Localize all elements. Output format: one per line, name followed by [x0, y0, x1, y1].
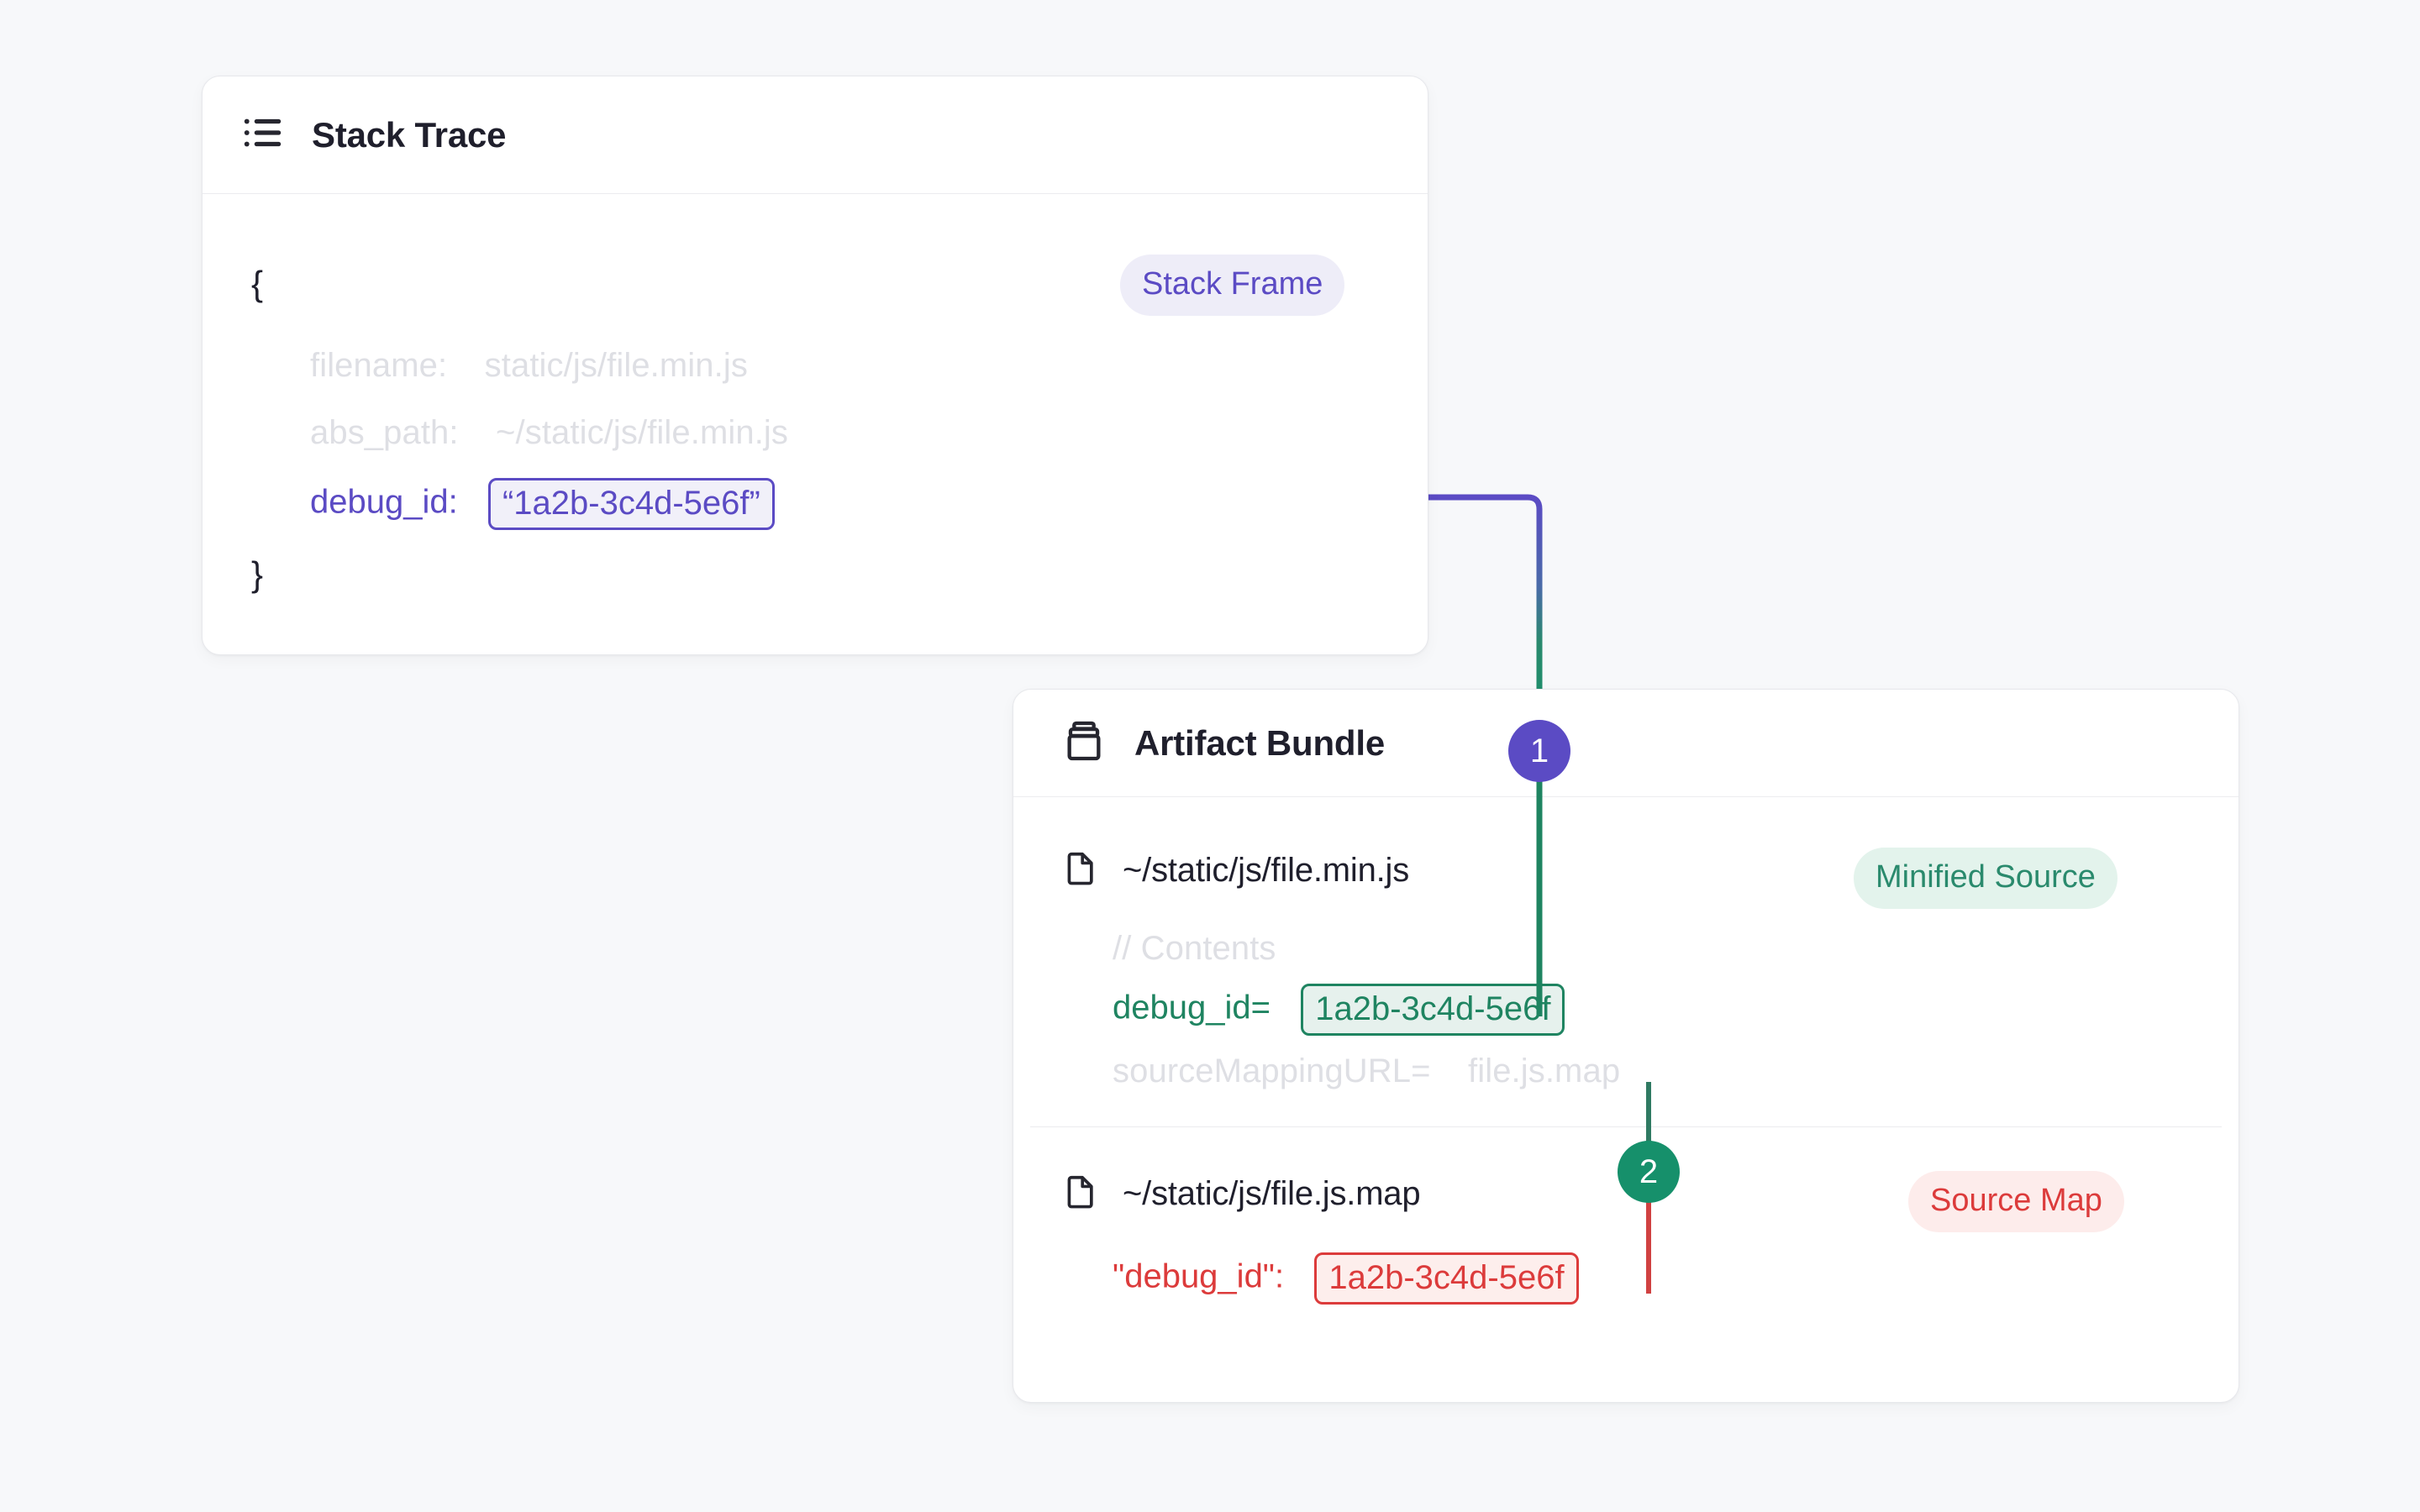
abs-path-key: abs_path:: [310, 414, 459, 451]
source-mapping-url-key: sourceMappingURL=: [1113, 1053, 1431, 1089]
minified-debug-id-value-chip[interactable]: 1a2b-3c4d-5e6f: [1301, 984, 1565, 1036]
artifact-bundle-card: Artifact Bundle ~/static/js/file.min.js …: [1013, 689, 2239, 1403]
minified-source-badge: Minified Source: [1854, 848, 2118, 909]
file-name: ~/static/js/file.js.map: [1123, 1175, 1421, 1212]
source-map-badge: Source Map: [1908, 1171, 2124, 1232]
list-icon: [241, 110, 287, 160]
artifact-bundle-header: Artifact Bundle: [1013, 690, 2238, 797]
debug-id-line: debug_id: “1a2b-3c4d-5e6f”: [310, 478, 775, 530]
file-icon: [1062, 850, 1099, 891]
source-mapping-url-line: sourceMappingURL= file.js.map: [1113, 1054, 1620, 1088]
table-row[interactable]: ~/static/js/file.js.map: [1062, 1173, 1421, 1215]
filename-value: static/js/file.min.js: [484, 347, 748, 384]
file-icon: [1062, 1173, 1099, 1215]
debug-id-key: debug_id:: [310, 483, 458, 521]
sourcemap-debug-id-key: "debug_id":: [1113, 1257, 1285, 1295]
stack-trace-card: Stack Trace Stack Frame { filename: stat…: [202, 76, 1428, 655]
sourcemap-debug-id-line: "debug_id": 1a2b-3c4d-5e6f: [1113, 1252, 1579, 1305]
bundle-section-divider: [1030, 1126, 2222, 1127]
stack-trace-title: Stack Trace: [312, 114, 507, 155]
step-badge-1-label: 1: [1529, 732, 1549, 769]
open-brace: {: [251, 264, 264, 303]
step-badge-2-label: 2: [1639, 1153, 1659, 1190]
file-name: ~/static/js/file.min.js: [1123, 852, 1410, 889]
stack-frame-badge: Stack Frame: [1120, 255, 1345, 316]
stack-trace-header: Stack Trace: [203, 76, 1428, 194]
minified-debug-id-key: debug_id=: [1113, 989, 1270, 1026]
archive-icon: [1062, 719, 1106, 767]
abs-path-value: ~/static/js/file.min.js: [496, 414, 788, 451]
contents-comment: // Contents: [1113, 930, 1276, 967]
step-badge-2: 2: [1618, 1141, 1680, 1203]
debug-id-value-chip[interactable]: “1a2b-3c4d-5e6f”: [487, 478, 775, 530]
filename-line: filename: static/js/file.min.js: [310, 349, 748, 382]
artifact-bundle-title: Artifact Bundle: [1134, 722, 1386, 763]
abs-path-line: abs_path: ~/static/js/file.min.js: [310, 416, 788, 449]
minified-debug-id-line: debug_id= 1a2b-3c4d-5e6f: [1113, 984, 1565, 1036]
step-badge-1: 1: [1508, 720, 1570, 782]
source-mapping-url-value: file.js.map: [1468, 1053, 1621, 1089]
sourcemap-debug-id-value-chip[interactable]: 1a2b-3c4d-5e6f: [1314, 1252, 1579, 1305]
filename-key: filename:: [310, 347, 448, 384]
file-row[interactable]: ~/static/js/file.min.js: [1062, 850, 1409, 891]
close-brace: }: [251, 554, 264, 594]
